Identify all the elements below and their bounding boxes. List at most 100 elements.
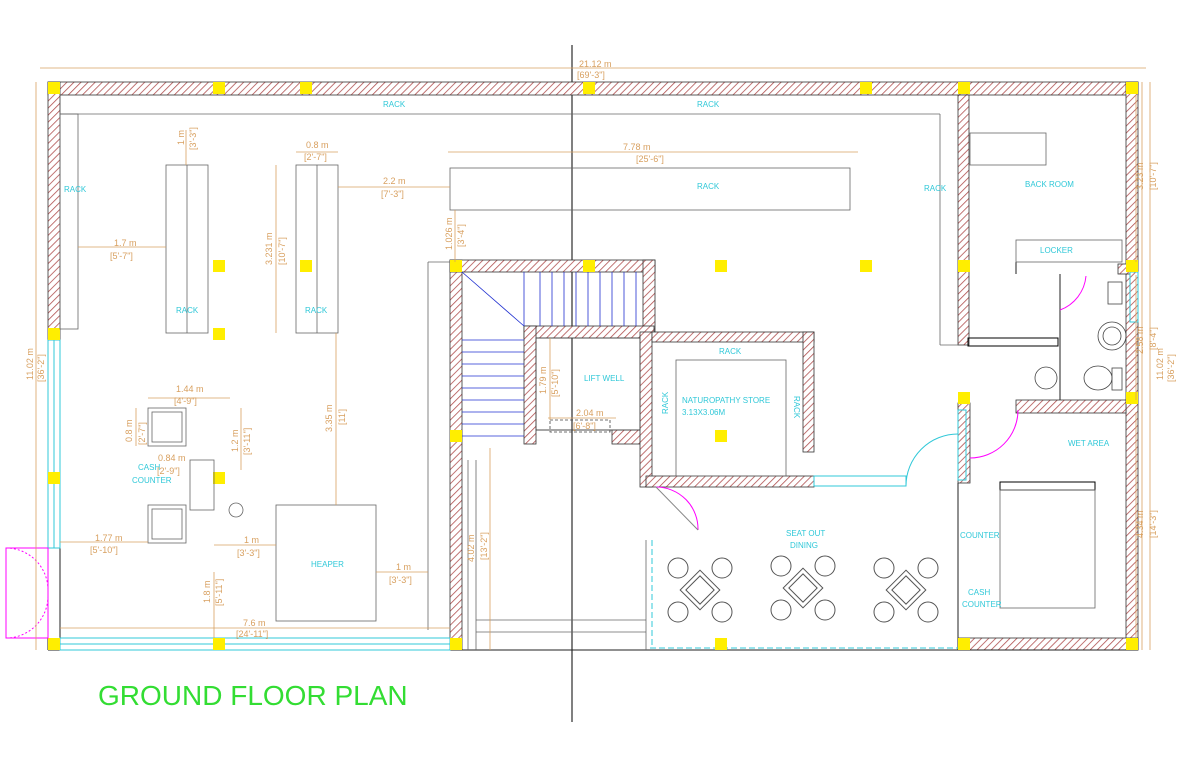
label-wet-area: WET AREA [1068,439,1110,448]
dimension-lines [35,67,1151,650]
dim-084-ft: [2'-9"] [157,466,180,476]
label-heaper: HEAPER [311,560,344,569]
dim-overall-width-ft: [69'-3"] [577,70,605,80]
dim-08b-ft: [2'-7"] [137,422,147,445]
label-rack-store-top: RACK [719,347,742,356]
plan-title: GROUND FLOOR PLAN [98,680,408,711]
dim-12-ft: [3'-11"] [242,428,252,455]
label-rack-left: RACK [64,185,87,194]
dim-76: 7.6 m [243,618,266,628]
dining-chair [917,557,939,579]
dim-12: 1.2 m [230,429,240,452]
walls [47,81,1139,651]
counter-edges [967,337,1096,491]
dim-1m-c-ft: [3'-3"] [389,575,412,585]
columns [48,82,1138,650]
dim-overall-height-left: 11.02 m [25,348,35,380]
label-rack-mid1: RACK [176,306,199,315]
dim-204-ft: [6'-8"] [573,421,596,431]
dim-402: 4.02 m [466,534,476,562]
dim-335: 3.35 m [324,404,334,432]
entry-door [5,547,49,639]
label-cash-counter-1: CASH [968,588,990,597]
label-naturopathy-store: NATUROPATHY STORE [682,396,770,405]
dim-177-ft: [5'-10"] [90,545,118,555]
dining-table-set [770,555,836,621]
dim-144-ft: [4'-9"] [174,396,197,406]
dim-204: 2.04 m [576,408,604,418]
sanitary [1034,281,1127,391]
label-rack-long: RACK [697,182,720,191]
dim-1m-b: 1 m [244,535,259,545]
lift-well [535,337,641,433]
dining-table-set [873,557,939,623]
label-locker: LOCKER [1040,246,1073,255]
dim-overall-height-right: 11.02 m [1155,348,1165,380]
dining-chair [711,601,733,623]
dim-overall-width: 21.12 m [579,59,612,69]
label-cash-left-2: COUNTER [132,476,172,485]
dining-chair [770,555,792,577]
dim-18: 1.8 m [202,580,212,603]
dim-1m-c: 1 m [396,562,411,572]
dining-table-set [667,557,733,623]
dim-08-ft: [2'-7"] [304,152,327,162]
dim-177: 1.77 m [95,533,123,543]
dim-434-ft: [14'-3"] [1148,510,1158,538]
dining-chair [814,555,836,577]
dining-chair [873,601,895,623]
dim-1m-a-ft: [3'-3"] [188,127,198,150]
label-naturopathy-size: 3.13X3.06M [682,408,725,417]
dining-chair [814,599,836,621]
label-rack-right: RACK [924,184,947,193]
dim-1026: 1.026 m [444,217,454,250]
dim-402-ft: [13'-2"] [479,532,489,560]
label-rack-store-left: RACK [661,391,670,414]
dim-overall-height-left-ft: [36'-2"] [36,354,46,382]
dim-3231-ft: [10'-7"] [277,237,287,265]
dim-778-ft: [25'-6"] [636,154,664,164]
dim-1026-ft: [3'-4"] [456,224,466,247]
dim-76-ft: [24'-11"] [236,629,268,639]
dim-18-ft: [5'-11"] [214,579,224,606]
label-rack-top-right: RACK [697,100,720,109]
dim-258: 2.58 m [1135,326,1145,354]
dim-179: 1.79 m [538,366,548,394]
dim-335-ft: [11'] [337,409,347,425]
label-seat-out-1: SEAT OUT [786,529,825,538]
dining-chair [667,601,689,623]
dim-323-ft: [10'-7"] [1148,162,1158,190]
label-counter: COUNTER [960,531,1000,540]
dining-chair [667,557,689,579]
dining-chair [917,601,939,623]
dining-chair [711,557,733,579]
dim-258-ft: [8'-4"] [1148,327,1158,350]
dim-084: 0.84 m [158,453,186,463]
label-rack-top-left: RACK [383,100,406,109]
label-cash-counter-2: COUNTER [962,600,1002,609]
dining-chair [770,599,792,621]
dim-17-ft: [5'-7"] [110,251,133,261]
dim-22-ft: [7'-3"] [381,189,404,199]
label-cash-left-1: CASH [138,463,160,472]
dim-144: 1.44 m [176,384,204,394]
dim-1m-b-ft: [3'-3"] [237,548,260,558]
dim-08: 0.8 m [306,140,329,150]
label-lift-well: LIFT WELL [584,374,625,383]
dim-22: 2.2 m [383,176,406,186]
staircase [461,271,637,437]
label-back-room: BACK ROOM [1025,180,1074,189]
dining-chair [873,557,895,579]
door-cyan [905,433,959,487]
dim-179-ft: [5'-10"] [550,369,560,397]
furniture [59,113,1123,650]
doors [655,275,1087,531]
dim-778: 7.78 m [623,142,651,152]
label-rack-mid2: RACK [305,306,328,315]
dim-323: 3.23 m [1135,162,1145,190]
label-seat-out-2: DINING [790,541,818,550]
dim-1m-a: 1 m [176,130,186,145]
dim-08b: 0.8 m [124,419,134,442]
label-rack-store-right: RACK [792,396,801,419]
